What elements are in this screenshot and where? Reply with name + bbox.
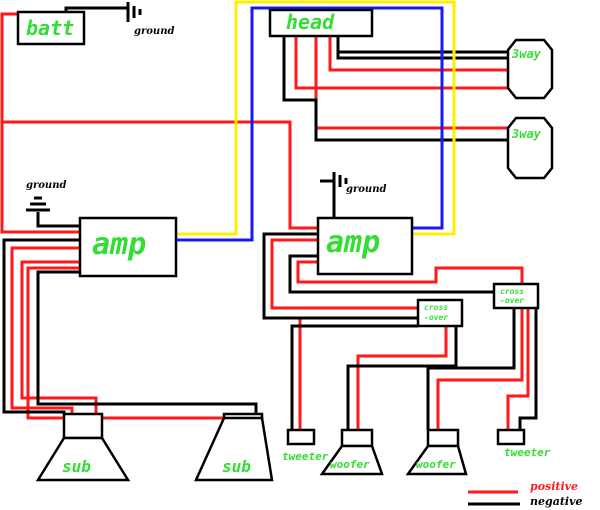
blue-wires [176,6,444,242]
wire-xover-right-woofer2 [436,306,524,430]
head-unit-label: head [286,10,335,34]
amp-left-label: amp [92,227,146,262]
wire-right-amp-neg-mid [288,254,494,294]
wire-head-to-3way-bottom [314,36,508,130]
wire-left-amp-sub1-a [10,246,80,414]
yellow-wires [176,0,456,236]
ground-symbol-top [126,2,142,22]
woofer-left-label: woofer [330,458,370,471]
tweeter-right-box [496,428,526,446]
ground-symbol-right [320,172,348,190]
sub-left-label: sub [62,457,91,476]
crossover-left-label-1: cross [424,303,448,312]
wire-left-amp-ground [36,212,80,228]
wire-left-amp-sub1-b [20,260,98,414]
legend-positive-label: positive [530,480,578,493]
legend-negative-label: negative [530,495,582,508]
wire-xover-right-tweeter [506,306,530,430]
3way-speaker-bottom [506,116,554,180]
crossover-right-box [492,282,540,310]
ground-symbol-left [26,196,50,212]
wire-head-3way-neg-a [336,36,508,60]
3way-top-label: 3way [511,47,542,61]
black-wires [2,6,538,506]
wire-signal-left-amp-blue [176,6,444,242]
sub-right-label: sub [222,457,251,476]
wire-head-3way-neg-c [282,36,508,142]
sub-left [35,412,131,482]
wire-right-amp-low [270,238,418,310]
crossover-right-label-2: -over [500,296,524,305]
wire-left-amp-sub2 [26,266,234,420]
wire-xover-left-woofer1 [356,326,448,430]
wire-head-to-3way-top [294,36,508,90]
amp-right-label: amp [326,225,380,260]
woofer-right-label: woofer [416,458,456,471]
battery-label: batt [26,16,74,40]
wire-right-amp-mid [296,260,524,284]
wire-left-amp-sub2-neg [36,270,258,414]
ground-top-label: ground [134,26,174,37]
wire-head-3way-neg-b [336,36,508,54]
head-unit-box [268,8,374,38]
tweeter-right-label: tweeter [504,446,551,459]
3way-speaker-top [506,38,554,100]
wire-right-amp-neg-low [262,232,418,320]
3way-bottom-label: 3way [511,127,542,141]
crossover-right-label-1: cross [500,287,524,296]
wire-xover-left-woofer1-neg [346,326,458,430]
tweeter-left-label: tweeter [282,450,329,463]
wire-xover-right-tweeter-neg [518,306,538,430]
woofer-right [405,428,468,476]
sub-right [194,412,274,482]
woofer-left [319,428,384,476]
wire-signal-left-amp-yellow [176,0,456,236]
amp-right-box [316,216,414,276]
amp-left-box [78,216,178,278]
ground-right-label: ground [346,184,386,195]
crossover-left-box [416,298,464,328]
wire-batt-to-right-amp [2,120,318,230]
battery-box [16,10,86,46]
wire-head-to-3way-top-b [328,36,508,72]
wire-xover-left-tweeter-neg [290,324,418,432]
wire-left-amp-sub1-neg [2,238,80,414]
ground-left-label: ground [26,180,66,191]
crossover-left-label-2: -over [424,313,448,322]
wire-xover-right-woofer2-neg [426,306,516,430]
tweeter-left-box [286,428,316,446]
